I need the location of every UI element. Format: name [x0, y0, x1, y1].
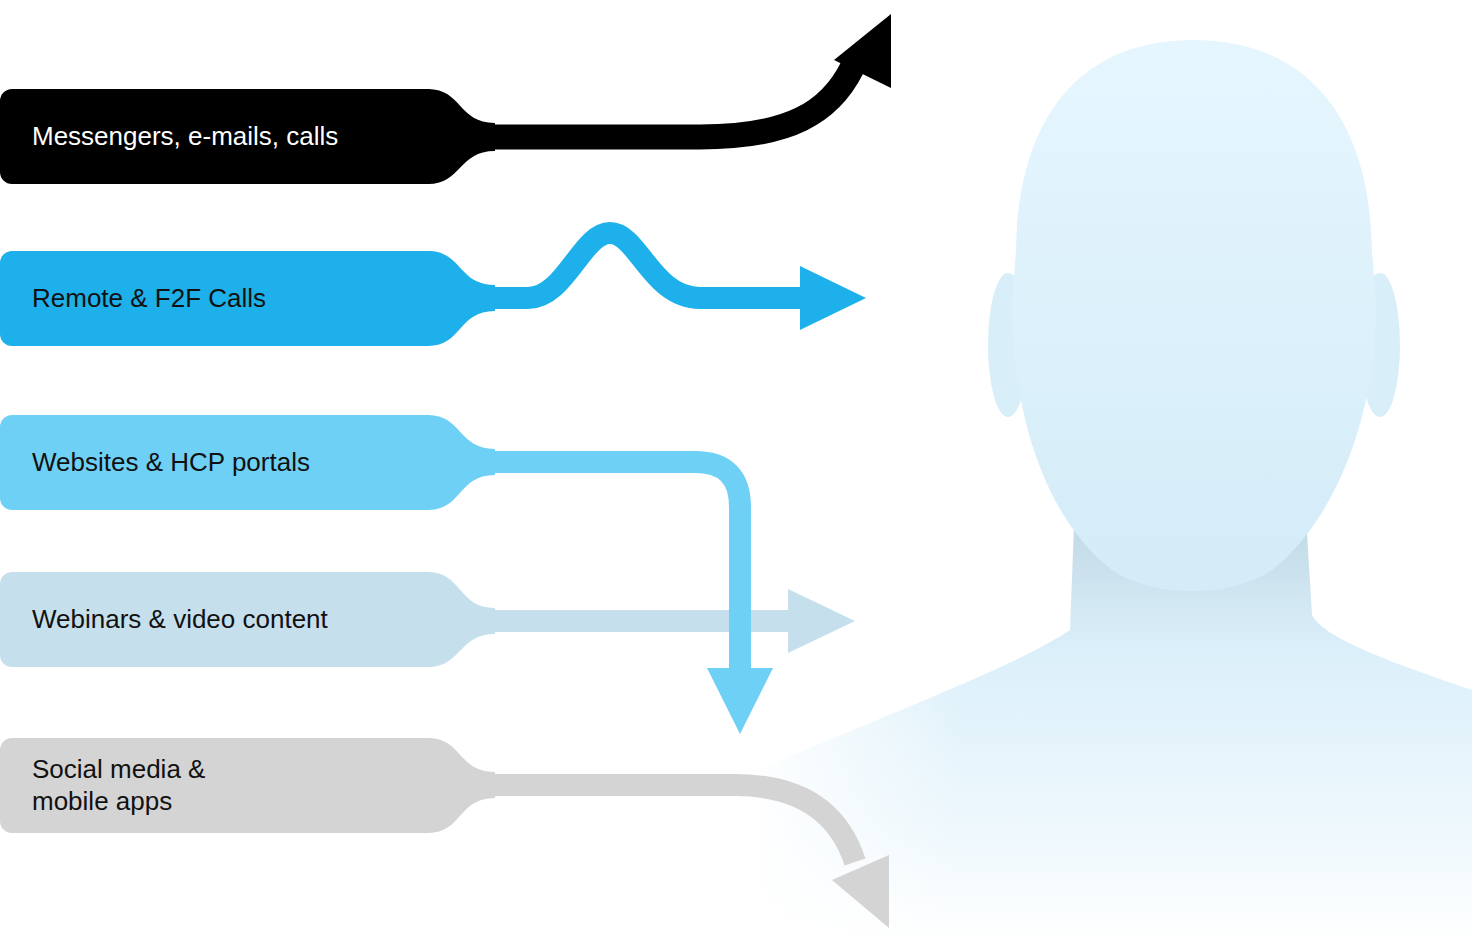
- tag-neck: [428, 738, 495, 833]
- tag-neck: [428, 572, 495, 667]
- channel-tag: Messengers, e-mails, calls: [0, 89, 430, 184]
- channel-arrows: [490, 14, 891, 928]
- tag-necks: [428, 89, 495, 833]
- channel-label: Remote & F2F Calls: [32, 283, 266, 314]
- channel-tag: Webinars & video content: [0, 572, 430, 667]
- channel-tag: Websites & HCP portals: [0, 415, 430, 510]
- channel-label: Webinars & video content: [32, 604, 328, 635]
- arrow-path: [490, 233, 802, 298]
- arrowhead: [832, 855, 889, 928]
- person-silhouette: [740, 40, 1472, 940]
- channel-tag: Social media & mobile apps: [0, 738, 430, 833]
- tag-neck: [428, 415, 495, 510]
- channel-label: Social media & mobile apps: [32, 754, 247, 816]
- channel-tag: Remote & F2F Calls: [0, 251, 430, 346]
- silhouette-head: [1012, 40, 1376, 591]
- channel-label: Messengers, e-mails, calls: [32, 121, 338, 152]
- silhouette-fade: [740, 600, 1472, 940]
- arrowhead: [788, 589, 855, 653]
- arrowhead: [834, 14, 891, 88]
- arrowhead: [800, 266, 866, 330]
- tag-neck: [428, 251, 495, 346]
- arrow-path: [490, 462, 740, 670]
- tag-neck: [428, 89, 495, 184]
- arrowhead: [707, 668, 773, 734]
- channel-label: Websites & HCP portals: [32, 447, 310, 478]
- arrow-path: [490, 785, 855, 862]
- arrow-path: [490, 68, 852, 137]
